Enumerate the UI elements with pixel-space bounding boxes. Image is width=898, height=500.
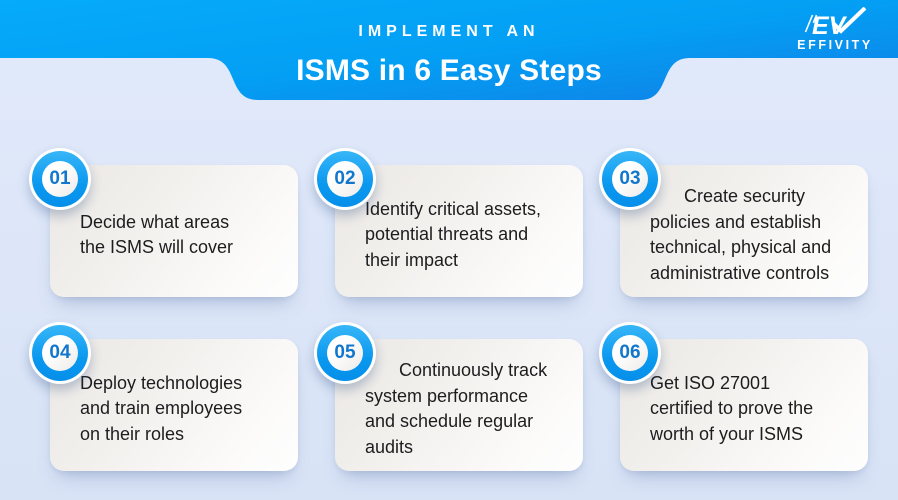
step-text: Identify critical assets, potential thre… — [365, 198, 542, 270]
step-number: 01 — [42, 161, 78, 197]
step-card-1: 01 Decide what areas the ISMS will cover — [29, 148, 298, 297]
step-badge-3: 03 — [599, 148, 661, 210]
logo-check-icon — [831, 7, 867, 34]
header-banner-shape — [0, 0, 898, 100]
step-text: Get ISO 27001 certified to prove the wor… — [650, 372, 814, 444]
logo-stripes-icon — [804, 14, 818, 33]
steps-grid: 01 Decide what areas the ISMS will cover… — [29, 148, 868, 471]
step-badge-5: 05 — [314, 322, 376, 384]
step-number: 05 — [327, 335, 363, 371]
step-card-4: 04 Deploy technologies and train employe… — [29, 322, 298, 471]
logo-ev-mark: EV — [804, 7, 867, 40]
step-text: Continuously track system performance an… — [365, 360, 548, 457]
step-number: 04 — [42, 335, 78, 371]
step-badge-4: 04 — [29, 322, 91, 384]
step-badge-2: 02 — [314, 148, 376, 210]
header-kicker: IMPLEMENT AN — [358, 23, 540, 40]
logo-wordmark: EFFIVITY — [797, 38, 873, 52]
step-number: 02 — [327, 161, 363, 197]
step-text: Deploy technologies and train employees … — [80, 372, 243, 444]
step-card-2: 02 Identify critical assets, potential t… — [314, 148, 583, 297]
effivity-logo: EV EFFIVITY — [797, 7, 873, 52]
logo-ev-text: EV — [812, 12, 848, 40]
step-card-3: 03 Create security policies and establis… — [599, 148, 868, 297]
page-title: ISMS in 6 Easy Steps — [296, 54, 602, 87]
step-number: 06 — [612, 335, 648, 371]
step-text: Decide what areas the ISMS will cover — [80, 211, 234, 258]
step-badge-1: 01 — [29, 148, 91, 210]
header-banner: IMPLEMENT AN ISMS in 6 Easy Steps EV EFF… — [0, 0, 898, 100]
step-card-6: 06 Get ISO 27001 certified to prove the … — [599, 322, 868, 471]
step-number: 03 — [612, 161, 648, 197]
step-badge-6: 06 — [599, 322, 661, 384]
step-text: Create security policies and establish t… — [650, 186, 832, 283]
step-card-5: 05 Continuously track system performance… — [314, 322, 583, 471]
